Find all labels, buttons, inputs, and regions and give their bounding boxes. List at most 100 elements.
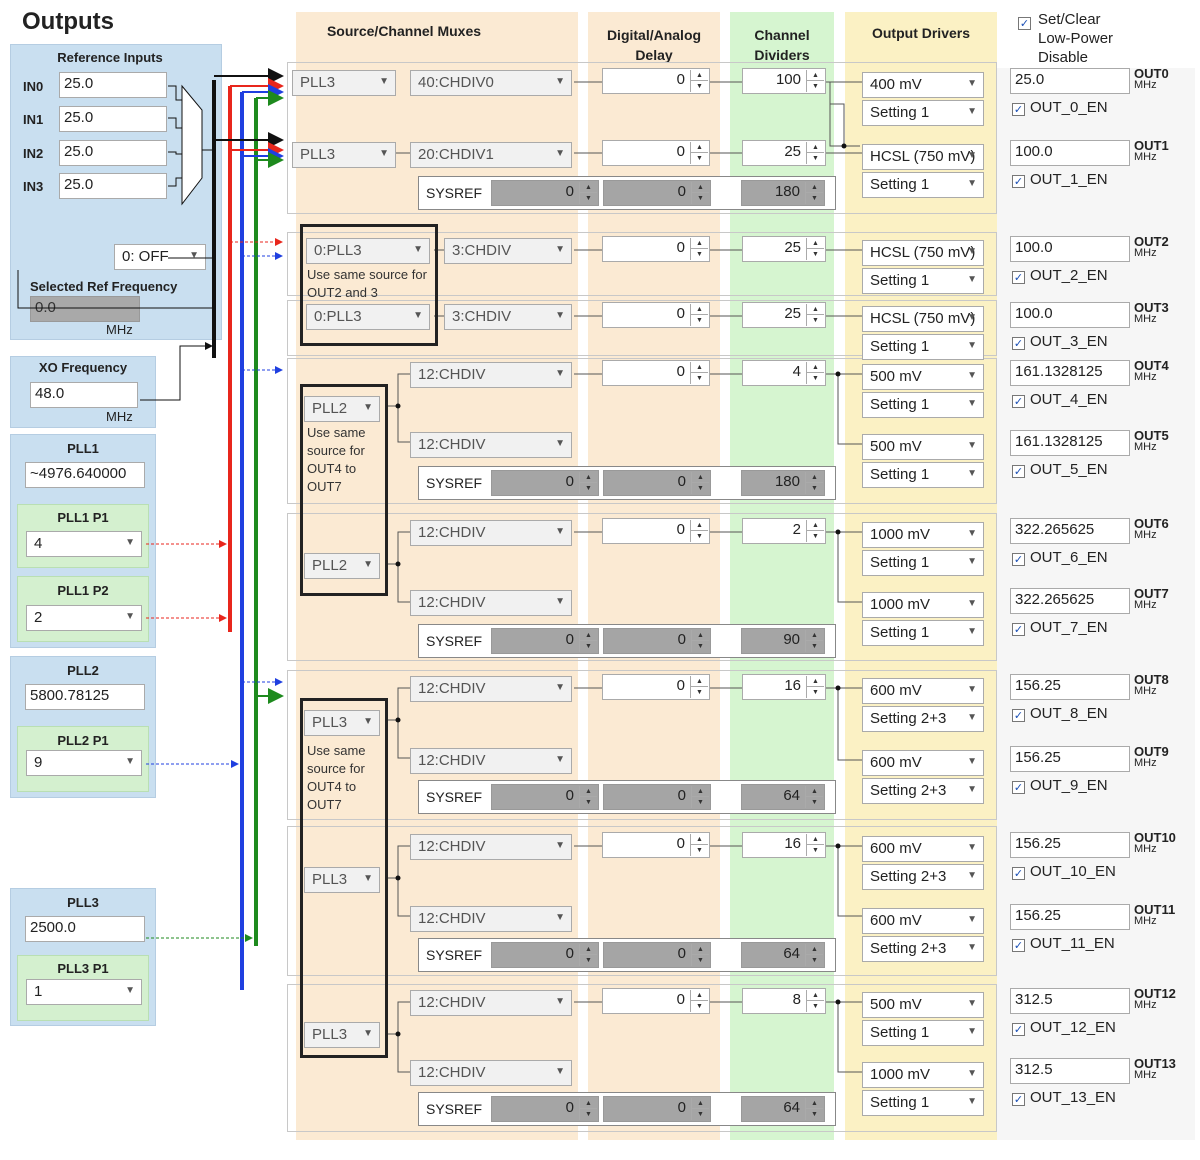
enable-checkbox-r12[interactable]: ✓OUT_12_EN (1012, 1019, 1116, 1036)
spin-down-icon[interactable]: ▼ (585, 799, 592, 806)
setting-select-r5[interactable]: Setting 1▼ (862, 462, 984, 488)
sysref-divider-s2[interactable]: 180▲▼ (741, 470, 825, 496)
spin-down-icon[interactable]: ▼ (585, 643, 592, 650)
spinner[interactable]: ▲▼ (805, 630, 823, 652)
sysref-delay1-s6[interactable]: 0▲▼ (491, 1096, 599, 1122)
pll1-field[interactable]: ~4976.640000 (25, 462, 145, 488)
spinner[interactable]: ▲▼ (806, 676, 824, 698)
ref-select[interactable]: 0: OFF▼ (114, 244, 206, 270)
spin-down-icon[interactable]: ▼ (696, 155, 703, 162)
channel-div-select-r2[interactable]: 3:CHDIV▼ (444, 238, 572, 264)
divider-field-r1[interactable]: 25▲▼ (742, 140, 826, 166)
spin-down-icon[interactable]: ▼ (697, 643, 704, 650)
channel-div-select-r8[interactable]: 12:CHDIV▼ (410, 676, 572, 702)
spin-up-icon[interactable]: ▲ (580, 630, 597, 641)
enable-checkbox-r1[interactable]: ✓OUT_1_EN (1012, 171, 1108, 188)
spin-up-icon[interactable]: ▲ (807, 834, 824, 845)
in2-field[interactable]: 25.0 (59, 140, 167, 166)
spin-down-icon[interactable]: ▼ (811, 195, 818, 202)
source-select-r0[interactable]: PLL3▼ (292, 70, 396, 96)
driver-select-r7[interactable]: 1000 mV▼ (862, 592, 984, 618)
spinner[interactable]: ▲▼ (690, 362, 708, 384)
source-select-r1[interactable]: PLL3▼ (292, 142, 396, 168)
spin-down-icon[interactable]: ▼ (585, 1111, 592, 1118)
spinner[interactable]: ▲▼ (579, 1098, 597, 1120)
spin-up-icon[interactable]: ▲ (691, 304, 708, 315)
divider-field-r2[interactable]: 25▲▼ (742, 236, 826, 262)
spin-up-icon[interactable]: ▲ (692, 182, 709, 193)
freq-field-r3[interactable]: 100.0 (1010, 302, 1130, 328)
spin-up-icon[interactable]: ▲ (691, 362, 708, 373)
spinner[interactable]: ▲▼ (690, 70, 708, 92)
spin-up-icon[interactable]: ▲ (692, 472, 709, 483)
spinner[interactable]: ▲▼ (690, 990, 708, 1012)
sysref-delay2-s5[interactable]: 0▲▼ (603, 942, 711, 968)
setting-select-r11[interactable]: Setting 2+3▼ (862, 936, 984, 962)
delay-field-r4[interactable]: 0▲▼ (602, 360, 710, 386)
channel-div-select-r0[interactable]: 40:CHDIV0▼ (410, 70, 572, 96)
spin-up-icon[interactable]: ▲ (807, 238, 824, 249)
setting-select-r4[interactable]: Setting 1▼ (862, 392, 984, 418)
sysref-delay2-s2[interactable]: 0▲▼ (603, 470, 711, 496)
driver-select-r0[interactable]: 400 mV▼ (862, 72, 984, 98)
spinner[interactable]: ▲▼ (691, 786, 709, 808)
spin-down-icon[interactable]: ▼ (696, 689, 703, 696)
pll2-field[interactable]: 5800.78125 (25, 684, 145, 710)
source-select-r3[interactable]: 0:PLL3▼ (306, 304, 430, 330)
spinner[interactable]: ▲▼ (806, 238, 824, 260)
enable-checkbox-r3[interactable]: ✓OUT_3_EN (1012, 333, 1108, 350)
delay-field-r8[interactable]: 0▲▼ (602, 674, 710, 700)
pll3-field[interactable]: 2500.0 (25, 916, 145, 942)
delay-field-r1[interactable]: 0▲▼ (602, 140, 710, 166)
spin-up-icon[interactable]: ▲ (580, 1098, 597, 1109)
sysref-delay1-s4[interactable]: 0▲▼ (491, 784, 599, 810)
spin-down-icon[interactable]: ▼ (697, 1111, 704, 1118)
spin-down-icon[interactable]: ▼ (696, 375, 703, 382)
spin-up-icon[interactable]: ▲ (807, 304, 824, 315)
spin-down-icon[interactable]: ▼ (696, 83, 703, 90)
driver-select-r12[interactable]: 500 mV▼ (862, 992, 984, 1018)
enable-checkbox-r5[interactable]: ✓OUT_5_EN (1012, 461, 1108, 478)
enable-checkbox-r0[interactable]: ✓OUT_0_EN (1012, 99, 1108, 116)
spin-up-icon[interactable]: ▲ (807, 142, 824, 153)
shared-source-select-g4[interactable]: PLL3▼ (304, 867, 380, 893)
driver-select-r3[interactable]: HCSL (750 mV)▼ (862, 306, 984, 332)
channel-div-select-r13[interactable]: 12:CHDIV▼ (410, 1060, 572, 1086)
in0-field[interactable]: 25.0 (59, 72, 167, 98)
sysref-delay1-s5[interactable]: 0▲▼ (491, 942, 599, 968)
setting-select-r3[interactable]: Setting 1▼ (862, 334, 984, 360)
spin-up-icon[interactable]: ▲ (692, 944, 709, 955)
spinner[interactable]: ▲▼ (579, 786, 597, 808)
source-select-r2[interactable]: 0:PLL3▼ (306, 238, 430, 264)
delay-field-r2[interactable]: 0▲▼ (602, 236, 710, 262)
divider-field-r4[interactable]: 4▲▼ (742, 360, 826, 386)
spinner[interactable]: ▲▼ (579, 472, 597, 494)
spin-up-icon[interactable]: ▲ (806, 944, 823, 955)
spin-down-icon[interactable]: ▼ (585, 957, 592, 964)
spinner[interactable]: ▲▼ (805, 944, 823, 966)
freq-field-r1[interactable]: 100.0 (1010, 140, 1130, 166)
spinner[interactable]: ▲▼ (579, 944, 597, 966)
spinner[interactable]: ▲▼ (690, 676, 708, 698)
channel-div-select-r7[interactable]: 12:CHDIV▼ (410, 590, 572, 616)
spin-down-icon[interactable]: ▼ (812, 689, 819, 696)
pll1-p1-select[interactable]: 4▼ (26, 531, 142, 557)
spinner[interactable]: ▲▼ (691, 944, 709, 966)
shared-source-select-g1[interactable]: PLL2▼ (304, 396, 380, 422)
spinner[interactable]: ▲▼ (691, 630, 709, 652)
driver-select-r4[interactable]: 500 mV▼ (862, 364, 984, 390)
spinner[interactable]: ▲▼ (805, 472, 823, 494)
setting-select-r12[interactable]: Setting 1▼ (862, 1020, 984, 1046)
spinner[interactable]: ▲▼ (690, 142, 708, 164)
spinner[interactable]: ▲▼ (579, 630, 597, 652)
spinner[interactable]: ▲▼ (691, 472, 709, 494)
driver-select-r1[interactable]: HCSL (750 mV)▼ (862, 144, 984, 170)
delay-field-r6[interactable]: 0▲▼ (602, 518, 710, 544)
shared-source-select-g3[interactable]: PLL3▼ (304, 710, 380, 736)
freq-field-r2[interactable]: 100.0 (1010, 236, 1130, 262)
freq-field-r6[interactable]: 322.265625 (1010, 518, 1130, 544)
driver-select-r9[interactable]: 600 mV▼ (862, 750, 984, 776)
spin-down-icon[interactable]: ▼ (585, 485, 592, 492)
enable-checkbox-r10[interactable]: ✓OUT_10_EN (1012, 863, 1116, 880)
spin-up-icon[interactable]: ▲ (580, 944, 597, 955)
